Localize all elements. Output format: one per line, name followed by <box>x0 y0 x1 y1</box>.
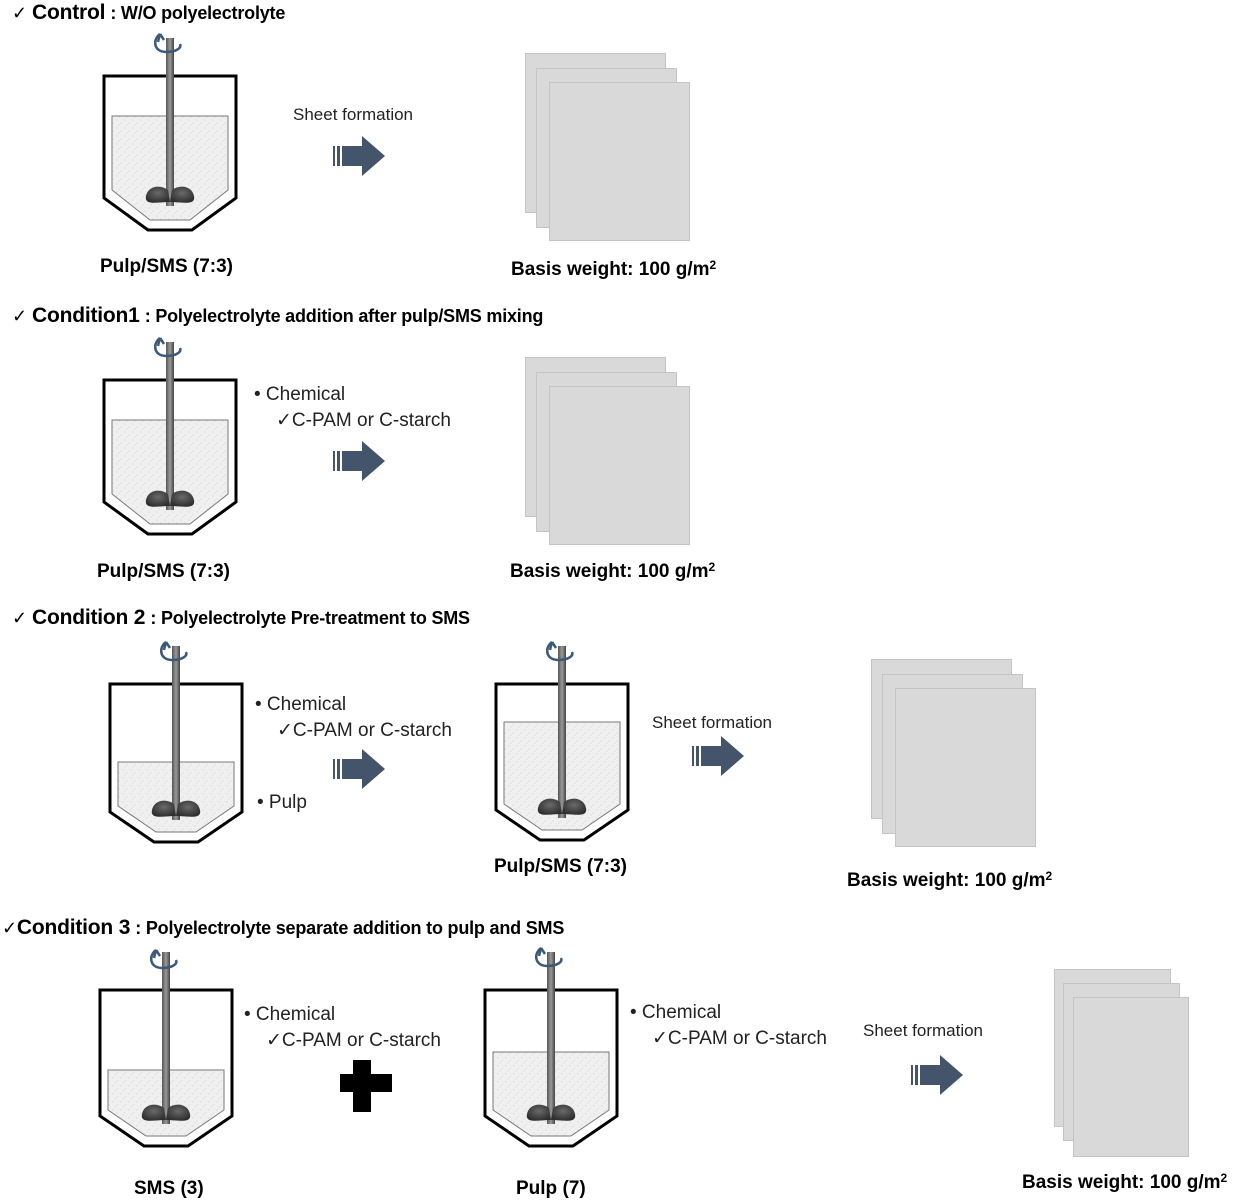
chemical-bullet: • Chemical <box>244 1004 336 1025</box>
stirred-tank-icon <box>108 641 244 844</box>
chemical-bullet: • Chemical <box>630 1002 722 1023</box>
tank-label: Pulp/SMS (7:3) <box>494 856 628 877</box>
chemical-item: ✓C-PAM or C-starch <box>277 720 452 741</box>
chemical-bullet: • Chemical <box>255 694 347 715</box>
chemical-list: • Chemical ✓C-PAM or C-starch <box>255 692 452 744</box>
paper-sheets-icon <box>1054 969 1224 1159</box>
result-label: Basis weight: 100 g/m2 <box>510 560 716 582</box>
step-label: Sheet formation <box>293 105 414 124</box>
check-icon: ✓ <box>12 608 27 628</box>
right-arrow-icon <box>333 749 385 789</box>
stirred-tank-icon <box>483 947 619 1148</box>
stirred-tank-icon <box>102 337 238 536</box>
tank-label: Pulp/SMS (7:3) <box>100 256 234 277</box>
step-label: Sheet formation <box>652 713 773 732</box>
stirred-tank-icon <box>494 641 630 842</box>
tank-label: Pulp/SMS (7:3) <box>97 561 231 582</box>
section-title: Condition1 <box>31 304 140 327</box>
rotation-arrow-icon <box>153 337 182 358</box>
rotation-arrow-icon <box>159 641 188 662</box>
chemical-item: ✓C-PAM or C-starch <box>266 1030 441 1051</box>
section-description: : W/O polyelectrolyte <box>110 3 286 23</box>
rotation-arrow-icon <box>534 947 563 968</box>
section-title: Condition 2 <box>31 606 146 629</box>
result-label: Basis weight: 100 g/m2 <box>511 258 717 280</box>
rotation-arrow-icon <box>149 949 178 970</box>
chemical-list: • Chemical ✓C-PAM or C-starch <box>630 1000 827 1052</box>
stirred-tank-icon <box>102 33 238 232</box>
tank-label: Pulp (7) <box>516 1178 586 1199</box>
section-description: : Polyelectrolyte separate addition to p… <box>135 918 565 938</box>
right-arrow-icon <box>333 136 385 176</box>
paper-sheets-icon <box>525 357 690 547</box>
right-arrow-icon <box>692 736 744 776</box>
rotation-arrow-icon <box>545 641 574 662</box>
section-title: Control <box>31 1 106 24</box>
tank-label: SMS (3) <box>134 1178 204 1199</box>
chemical-bullet: • Chemical <box>254 384 346 405</box>
section-title: Condition 3 <box>16 916 131 939</box>
section-heading-condition1: ✓ Condition1 : Polyelectrolyte addition … <box>12 304 543 328</box>
rotation-arrow-icon <box>153 33 182 54</box>
right-arrow-icon <box>911 1055 963 1095</box>
section-heading-condition3: ✓Condition 3 : Polyelectrolyte separate … <box>2 916 564 940</box>
stirred-tank-icon <box>98 949 234 1148</box>
check-icon: ✓ <box>12 306 27 326</box>
result-label: Basis weight: 100 g/m2 <box>847 869 1053 891</box>
paper-sheets-icon <box>525 53 690 243</box>
chemical-item: ✓C-PAM or C-starch <box>276 410 451 431</box>
section-description: : Polyelectrolyte addition after pulp/SM… <box>144 306 544 326</box>
section-heading-condition2: ✓ Condition 2 : Polyelectrolyte Pre-trea… <box>12 606 470 630</box>
check-icon: ✓ <box>2 918 17 938</box>
right-arrow-icon <box>333 441 385 481</box>
chemical-item: ✓C-PAM or C-starch <box>652 1028 827 1049</box>
section-description: : Polyelectrolyte Pre-treatment to SMS <box>150 608 470 628</box>
chemical-list: • Chemical ✓C-PAM or C-starch <box>244 1002 441 1054</box>
chemical-list: • Chemical ✓C-PAM or C-starch <box>254 382 451 434</box>
step-label: Sheet formation <box>863 1021 984 1040</box>
check-icon: ✓ <box>12 3 27 23</box>
section-heading-control: ✓ Control : W/O polyelectrolyte <box>12 1 285 25</box>
paper-sheets-icon <box>871 659 1036 849</box>
result-label: Basis weight: 100 g/m2 <box>1022 1171 1228 1193</box>
pulp-bullet: • Pulp <box>257 792 307 813</box>
